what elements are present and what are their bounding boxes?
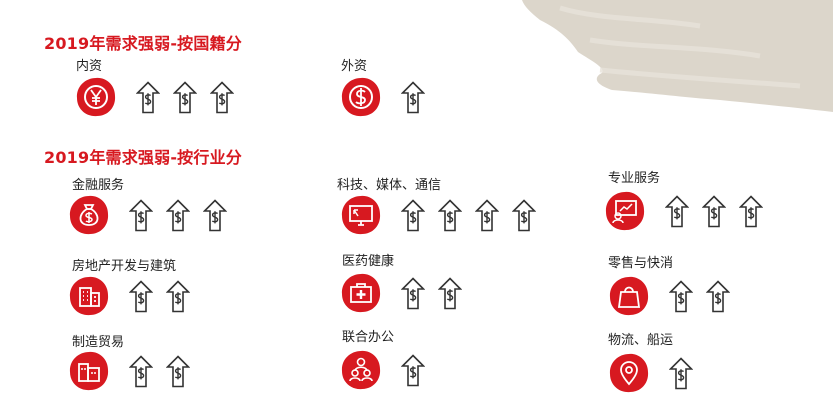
up-arrow-dollar-icon [401, 80, 425, 113]
up-arrow-dollar-icon [210, 80, 234, 113]
category-label-manufacturing: 制造贸易 [72, 335, 125, 350]
up-arrow-dollar-icon [665, 194, 689, 227]
category-label-tmt: 科技、媒体、通信 [337, 178, 442, 193]
category-label-domestic: 内资 [76, 59, 103, 74]
up-arrow-dollar-icon [438, 198, 462, 231]
up-arrow-dollar-icon [669, 279, 693, 312]
up-arrow-dollar-icon [475, 198, 499, 231]
factory-icon [69, 351, 109, 391]
category-label-retail: 零售与快消 [608, 256, 674, 271]
yen-coin-icon [76, 77, 116, 117]
category-label-foreign: 外资 [341, 59, 368, 74]
medical-kit-icon [341, 273, 381, 313]
category-row-real-estate [68, 275, 190, 317]
category-row-foreign [340, 76, 425, 118]
category-label-professional-services: 专业服务 [608, 171, 661, 186]
up-arrow-dollar-icon [702, 194, 726, 227]
building-icon [69, 276, 109, 316]
up-arrow-dollar-icon [739, 194, 763, 227]
category-row-coworking [340, 349, 425, 391]
people-icon [341, 350, 381, 390]
up-arrow-dollar-icon [438, 276, 462, 309]
up-arrow-dollar-icon [129, 354, 153, 387]
presentation-icon [605, 191, 645, 231]
up-arrow-dollar-icon [669, 356, 693, 389]
category-row-tmt [340, 194, 536, 236]
up-arrow-dollar-icon [401, 353, 425, 386]
heading-by-industry: 2019年需求强弱-按行业分 [44, 148, 242, 167]
up-arrow-dollar-icon [173, 80, 197, 113]
money-bag-icon [69, 195, 109, 235]
heading-by-nationality: 2019年需求强弱-按国籍分 [44, 34, 242, 53]
up-arrow-dollar-icon [129, 198, 153, 231]
dollar-coin-icon [341, 77, 381, 117]
up-arrow-dollar-icon [166, 279, 190, 312]
category-label-real-estate: 房地产开发与建筑 [72, 259, 177, 274]
category-row-financial-services [68, 194, 227, 236]
monitor-icon [341, 195, 381, 235]
location-pin-icon [609, 353, 649, 393]
category-row-domestic [75, 76, 234, 118]
shopping-bag-icon [609, 276, 649, 316]
up-arrow-dollar-icon [166, 198, 190, 231]
category-row-manufacturing [68, 350, 190, 392]
category-row-retail [608, 275, 730, 317]
category-row-healthcare [340, 272, 462, 314]
category-row-logistics [608, 352, 693, 394]
up-arrow-dollar-icon [512, 198, 536, 231]
up-arrow-dollar-icon [203, 198, 227, 231]
category-row-professional-services [604, 190, 763, 232]
category-label-financial-services: 金融服务 [72, 178, 125, 193]
up-arrow-dollar-icon [706, 279, 730, 312]
up-arrow-dollar-icon [129, 279, 153, 312]
up-arrow-dollar-icon [401, 198, 425, 231]
category-label-logistics: 物流、船运 [608, 333, 674, 348]
up-arrow-dollar-icon [401, 276, 425, 309]
category-label-healthcare: 医药健康 [342, 254, 395, 269]
up-arrow-dollar-icon [166, 354, 190, 387]
category-label-coworking: 联合办公 [342, 330, 395, 345]
up-arrow-dollar-icon [136, 80, 160, 113]
